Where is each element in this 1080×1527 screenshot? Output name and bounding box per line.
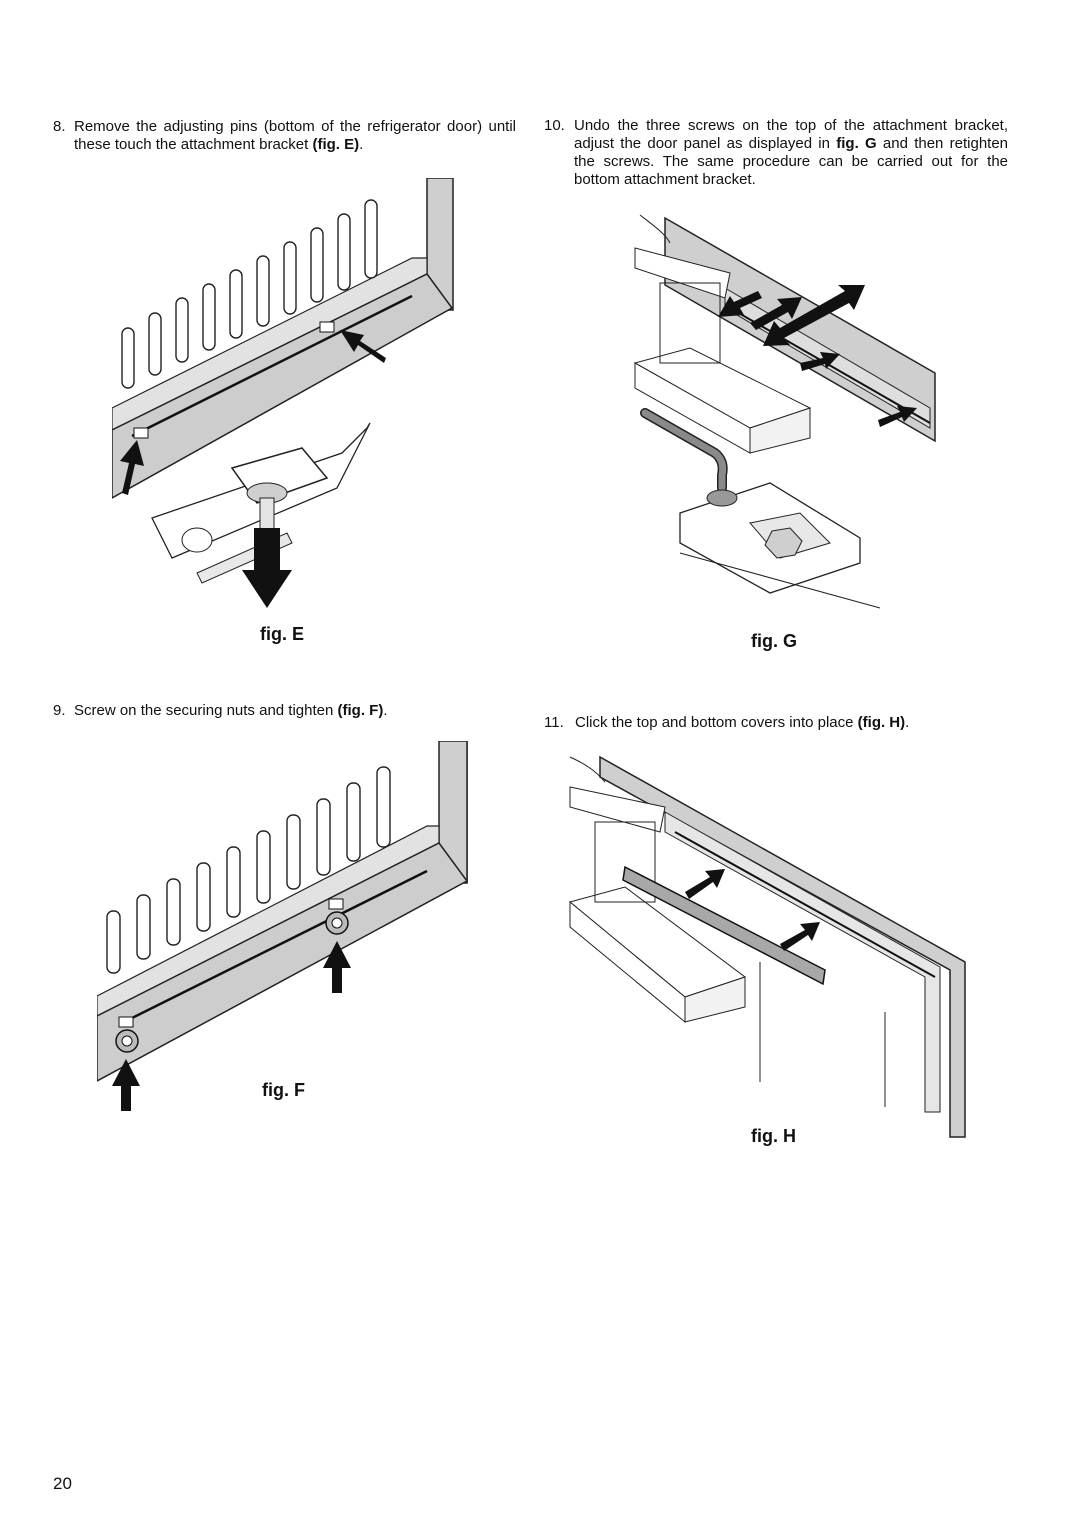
figure-h-illustration (568, 755, 966, 1138)
figure-h-caption: fig. H (751, 1126, 796, 1146)
step-9: 9. Screw on the securing nuts and tighte… (53, 702, 516, 720)
figure-g-illustration (633, 214, 936, 609)
figure-reference: fig. G (836, 135, 877, 152)
step-number: 8. (53, 118, 66, 135)
figure-reference: (fig. H) (857, 714, 906, 731)
step-text: Screw on the securing nuts and tighten (… (74, 702, 388, 719)
figure-e-illustration (112, 178, 454, 608)
step-10: 10. Undo the three screws on the top of … (544, 117, 1008, 189)
step-text: Remove the adjusting pins (bottom of the… (74, 118, 516, 153)
figure-f-illustration (97, 741, 469, 1111)
step-text: Click the top and bottom covers into pla… (575, 714, 910, 731)
figure-f-caption: fig. F (262, 1080, 305, 1100)
figure-reference: (fig. F) (337, 702, 384, 719)
step-8: 8. Remove the adjusting pins (bottom of … (53, 118, 516, 154)
figure-g-caption: fig. G (751, 631, 797, 651)
figure-e-caption: fig. E (260, 624, 304, 644)
step-number: 9. (53, 702, 66, 719)
step-11: 11. Click the top and bottom covers into… (544, 714, 1008, 732)
figure-reference: (fig. E) (312, 136, 360, 153)
step-text: Undo the three screws on the top of the … (574, 117, 1009, 188)
step-number: 10. (544, 117, 565, 134)
page-number: 20 (53, 1474, 72, 1493)
step-number: 11. (544, 714, 564, 731)
